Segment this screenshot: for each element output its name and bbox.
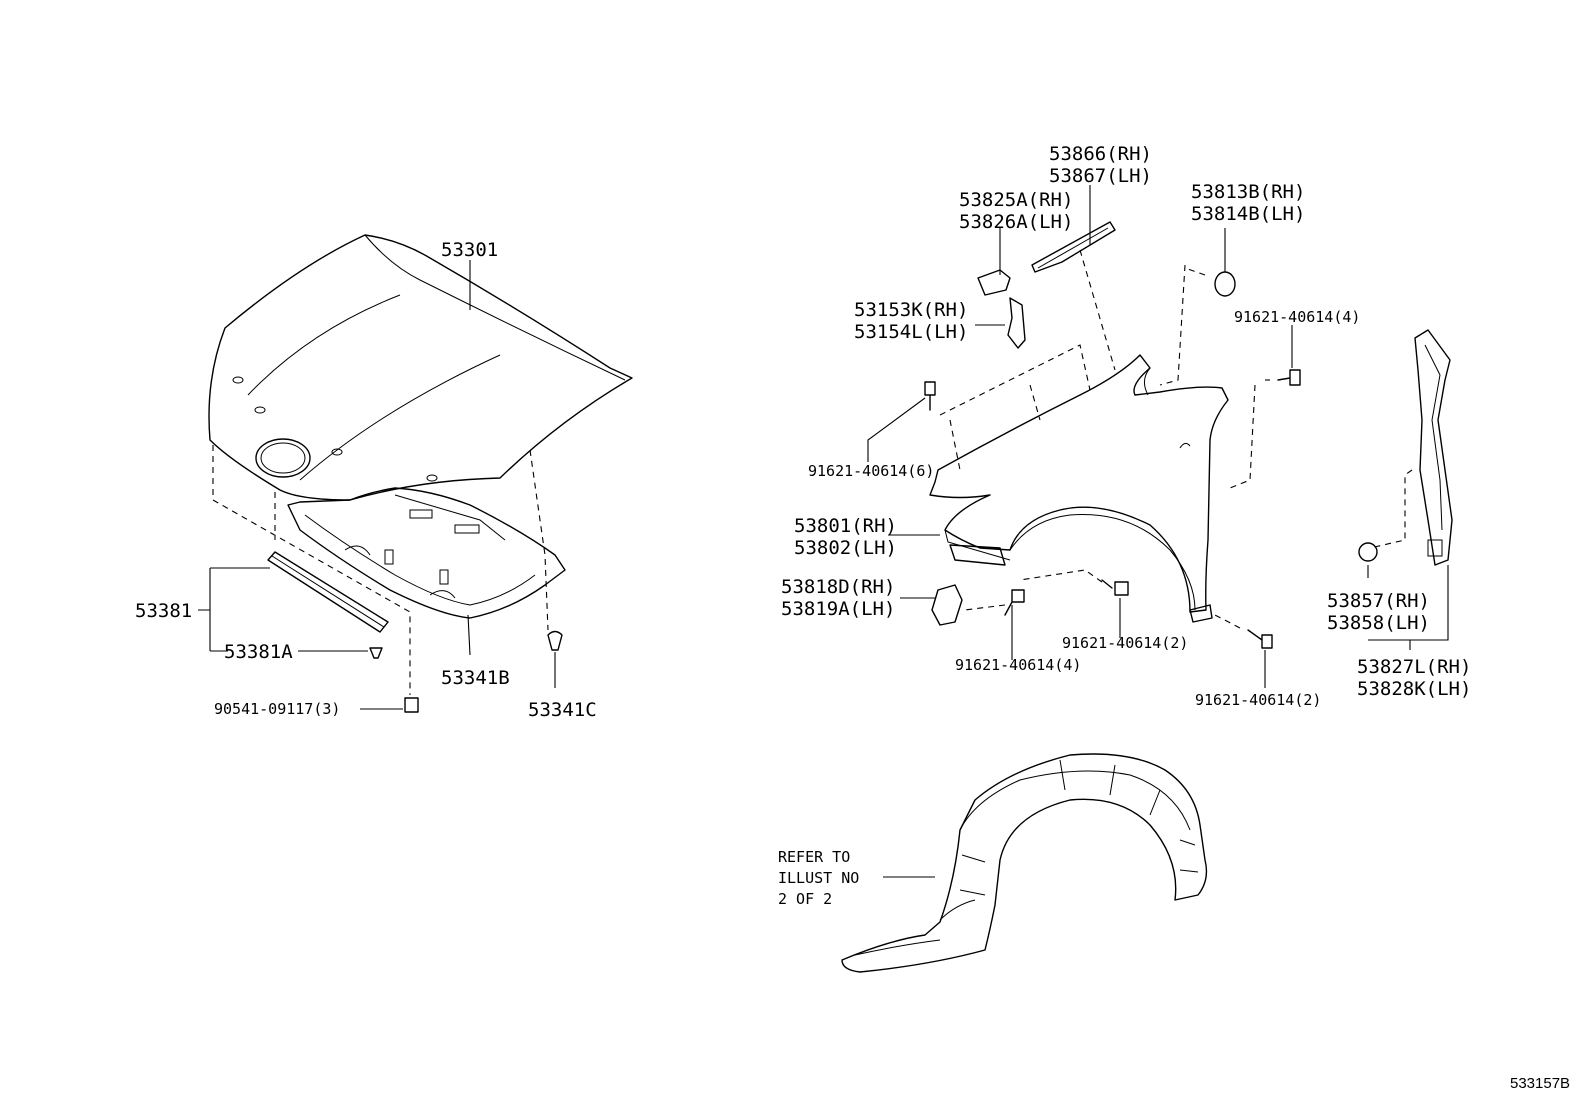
hood-leader-lines: [198, 260, 556, 710]
label-53858: 53858(LH): [1327, 612, 1430, 634]
diagram-id: 533157B: [1510, 1075, 1570, 1092]
label-91621-40614-bottom-2b: 91621-40614(2): [1195, 691, 1321, 709]
label-53819A: 53819A(LH): [781, 598, 895, 620]
fender-small-parts: [924, 221, 1301, 649]
label-53801: 53801(RH): [794, 515, 897, 537]
label-53827L: 53827L(RH): [1357, 656, 1471, 678]
fender-drawing: [929, 354, 1229, 623]
label-53154L: 53154L(LH): [854, 321, 968, 343]
fender-labels: 53866(RH) 53867(LH) 53825A(RH) 53826A(LH…: [781, 143, 1471, 709]
hood-labels: 53301 53381 53381A 90541-09117(3) 53341B…: [135, 239, 597, 721]
label-91621-40614-bottom-2a: 91621-40614(2): [1062, 634, 1188, 652]
label-53826A: 53826A(LH): [959, 211, 1073, 233]
hood-seal-drawing: [267, 551, 389, 633]
liner-labels: REFER TO ILLUST NO 2 OF 2: [778, 848, 859, 908]
label-refer-line3: 2 OF 2: [778, 890, 832, 908]
label-91621-40614-bottom-4: 91621-40614(4): [955, 656, 1081, 674]
label-53301: 53301: [441, 239, 498, 261]
label-53153K: 53153K(RH): [854, 299, 968, 321]
side-panel-drawing: [1358, 329, 1453, 566]
label-53867: 53867(LH): [1049, 165, 1152, 187]
fender-guide-lines: [939, 249, 1413, 629]
label-refer-line1: REFER TO: [778, 848, 850, 866]
label-53381A: 53381A: [224, 641, 293, 663]
label-53857: 53857(RH): [1327, 590, 1430, 612]
label-53814B: 53814B(LH): [1191, 203, 1305, 225]
label-refer-line2: ILLUST NO: [778, 869, 859, 887]
fender-leader-lines: [867, 185, 1449, 688]
label-53818D: 53818D(RH): [781, 576, 895, 598]
hood-clips-drawing: [369, 630, 563, 713]
label-53825A: 53825A(RH): [959, 189, 1073, 211]
label-91621-40614-right-top: 91621-40614(4): [1234, 308, 1360, 326]
label-53341B: 53341B: [441, 667, 510, 689]
label-53813B: 53813B(RH): [1191, 181, 1305, 203]
hood-guide-lines: [212, 445, 549, 695]
label-53341C: 53341C: [528, 699, 597, 721]
label-90541-09117: 90541-09117(3): [214, 700, 340, 718]
label-53866: 53866(RH): [1049, 143, 1152, 165]
label-53828K: 53828K(LH): [1357, 678, 1471, 700]
label-53381: 53381: [135, 600, 192, 622]
label-53802: 53802(LH): [794, 537, 897, 559]
hood-drawing: [208, 234, 633, 501]
label-91621-40614-left-6: 91621-40614(6): [808, 462, 934, 480]
liner-drawing: [841, 753, 1208, 973]
hood-insulator-drawing: [287, 487, 566, 619]
